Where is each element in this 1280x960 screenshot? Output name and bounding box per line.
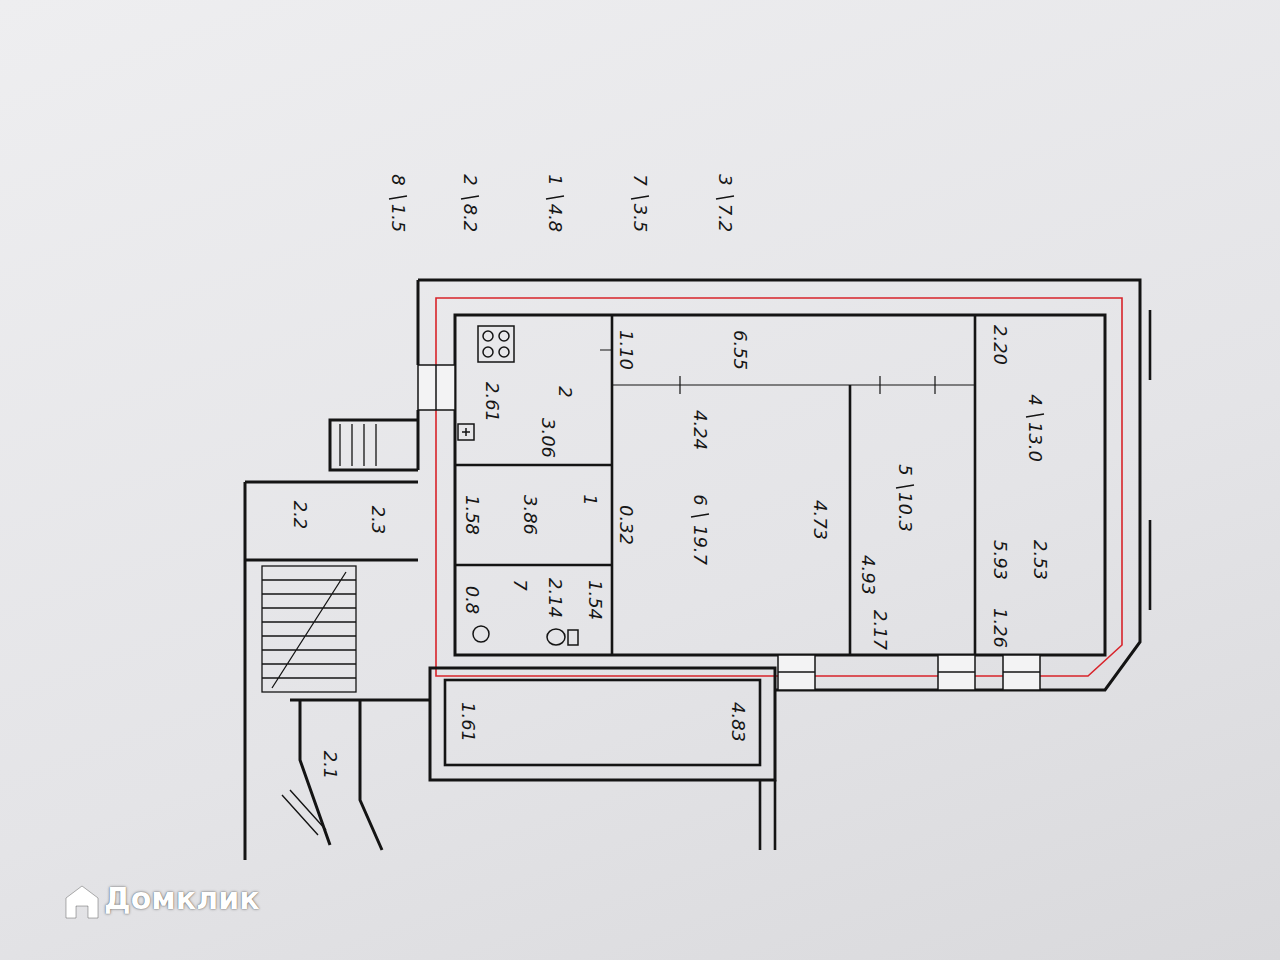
dimension-label: 19.7: [691, 525, 709, 565]
watermark: Домклик: [104, 884, 260, 914]
dimension-label: 2.14: [546, 578, 564, 618]
dimension-label: 4.24: [691, 410, 709, 450]
door-swing: [282, 790, 326, 835]
dimension-label: 2.17: [871, 610, 889, 650]
stove-burner: [499, 331, 509, 341]
plan-label: 2.2: [291, 501, 309, 530]
plan-label: 4.8: [546, 204, 564, 233]
mezzanine-line: [600, 350, 975, 394]
room: 1.61 4.83: [445, 680, 760, 765]
window-pane: [436, 365, 1040, 672]
sink-symbol: [462, 428, 470, 436]
fraction-bar: [389, 196, 1044, 517]
room-number: 1.61: [459, 702, 477, 742]
dimension-label: 4.83: [729, 702, 747, 742]
dimension-label: 3.86: [521, 495, 539, 535]
room-number: 7: [511, 579, 529, 590]
dimension-label: 2.53: [1031, 540, 1049, 580]
stove-burner: [483, 331, 493, 341]
plan-label: 2.1: [321, 751, 339, 780]
outer-wall: [418, 280, 1140, 690]
dimension-label: 2.20: [991, 325, 1009, 365]
plan-label: 6.55: [731, 330, 749, 370]
dimension-label: 13.0: [1026, 422, 1044, 462]
stair-hall-wall: [245, 420, 430, 860]
dimension-label: 0.8: [463, 586, 481, 615]
watermark-icon: [66, 886, 98, 918]
plan-label: 1.10: [617, 330, 635, 370]
room: 1 3.86 1.58: [455, 465, 612, 565]
entry-steps: [340, 424, 376, 466]
stove-burner: [499, 347, 509, 357]
room: 5 10.3 4.93 2.17: [850, 385, 975, 655]
outer-wall: [430, 668, 775, 780]
neighbour-room-wall: [445, 680, 760, 765]
toilet-symbol: [547, 629, 565, 645]
plan-label: 3: [716, 174, 734, 185]
boundary-line: [436, 298, 1122, 676]
plan-label: 0.32: [617, 505, 635, 545]
room: 4 13.0 5.93 2.53 1.26 2.20: [975, 315, 1105, 655]
dimension-label: 4.93: [859, 555, 877, 595]
sink-symbol: [458, 424, 474, 440]
room-number: 4: [1026, 394, 1044, 405]
dimension-label: 1.54: [586, 580, 604, 620]
room-number: 5: [896, 464, 914, 475]
inner-wall: [455, 315, 1105, 655]
room-number: 6: [691, 494, 709, 505]
plan-label: 1: [546, 174, 564, 185]
plan-label: 8: [389, 174, 407, 185]
staircase: [262, 566, 356, 692]
room-number: 2: [556, 386, 574, 397]
stove-symbol: [478, 326, 514, 362]
room: 7 2.14 1.54 0.8: [455, 565, 612, 655]
dimension-label: 2.61: [483, 382, 501, 422]
plan-label: 1.5: [389, 204, 407, 233]
washbasin-symbol: [473, 626, 489, 642]
dimension-label: 1.26: [991, 608, 1009, 648]
dimension-label: 4.73: [811, 500, 829, 540]
toilet-symbol: [568, 630, 578, 645]
plan-label: 7: [631, 174, 649, 185]
plan-label: 7.2: [716, 204, 734, 233]
plan-label: 2.3: [369, 506, 387, 535]
dimension-label: 3.06: [539, 418, 557, 458]
dimension-label: 5.93: [991, 540, 1009, 580]
plan-label: 2: [461, 174, 479, 185]
staircase-steps: [262, 572, 356, 688]
partition-wall: [455, 315, 975, 655]
outer-wall: [760, 310, 1150, 850]
stove-burner: [483, 347, 493, 357]
staircase-frame: [262, 566, 356, 692]
room: 2 2.61 3.06: [455, 315, 612, 465]
room-number: 1: [581, 494, 599, 505]
plan-label: 3.5: [631, 204, 649, 233]
dimension-label: 10.3: [896, 492, 914, 532]
dimension-label: 1.58: [463, 495, 481, 535]
plan-label: 8.2: [461, 204, 479, 233]
